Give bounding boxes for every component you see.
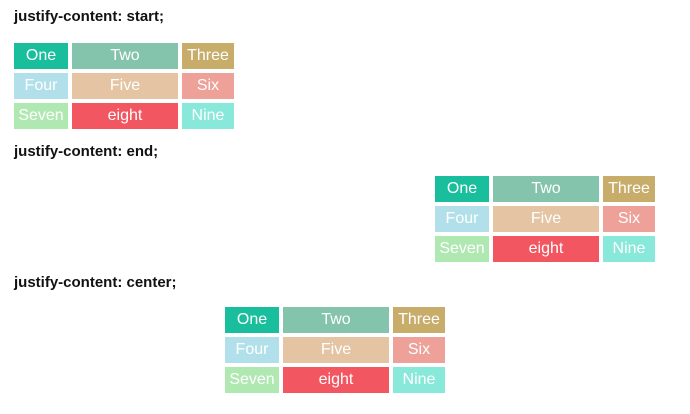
grid-item-five: Five — [72, 73, 178, 99]
grid-item-three: Three — [182, 43, 234, 69]
grid-end: One Two Three Four Five Six Seven eight … — [435, 176, 655, 262]
grid-item-three: Three — [393, 307, 445, 333]
grid-item-five: Five — [493, 206, 599, 232]
grid-item-seven: Seven — [435, 236, 489, 262]
grid-item-one: One — [225, 307, 279, 333]
section-heading-end: justify-content: end; — [14, 143, 159, 160]
grid-item-two: Two — [493, 176, 599, 202]
grid-item-four: Four — [225, 337, 279, 363]
grid-item-seven: Seven — [14, 103, 68, 129]
grid-item-one: One — [435, 176, 489, 202]
grid-item-two: Two — [283, 307, 389, 333]
grid-item-two: Two — [72, 43, 178, 69]
grid-item-nine: Nine — [603, 236, 655, 262]
grid-item-three: Three — [603, 176, 655, 202]
grid-item-eight: eight — [493, 236, 599, 262]
grid-item-four: Four — [435, 206, 489, 232]
grid-item-six: Six — [603, 206, 655, 232]
grid-start: One Two Three Four Five Six Seven eight … — [14, 43, 234, 129]
grid-item-nine: Nine — [182, 103, 234, 129]
grid-item-five: Five — [283, 337, 389, 363]
grid-item-four: Four — [14, 73, 68, 99]
grid-item-six: Six — [393, 337, 445, 363]
grid-item-seven: Seven — [225, 367, 279, 393]
grid-item-one: One — [14, 43, 68, 69]
grid-item-eight: eight — [283, 367, 389, 393]
grid-center: One Two Three Four Five Six Seven eight … — [225, 307, 445, 393]
grid-item-eight: eight — [72, 103, 178, 129]
grid-item-nine: Nine — [393, 367, 445, 393]
grid-item-six: Six — [182, 73, 234, 99]
section-heading-start: justify-content: start; — [14, 8, 164, 25]
section-heading-center: justify-content: center; — [14, 274, 177, 291]
